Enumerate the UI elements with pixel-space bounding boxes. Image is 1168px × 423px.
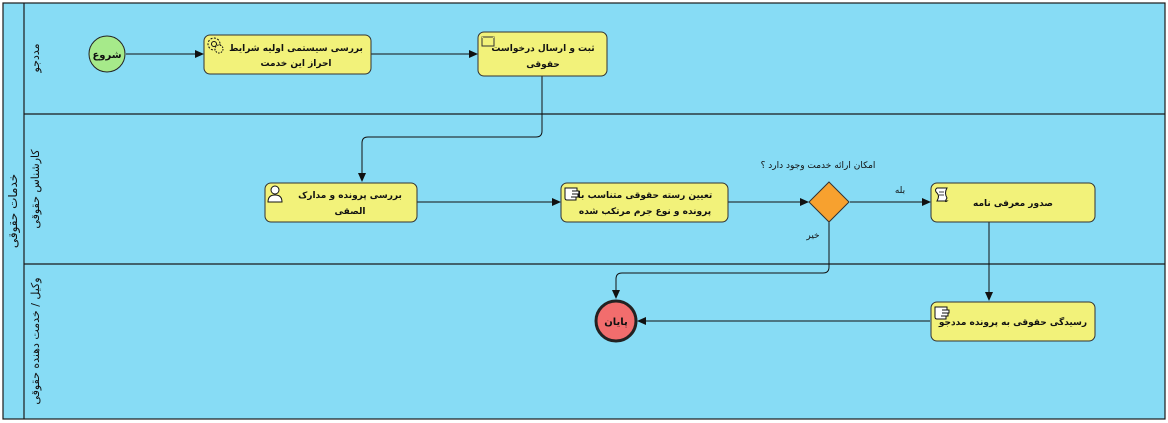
task-submit-request-line2: حقوقی [526,60,560,70]
gateway-yes-label: بله [895,186,905,196]
task-submit-request-line1: ثبت و ارسال درخواست [491,44,594,54]
task-assign-category-line2: پرونده و نوع جرم مرتکب شده [579,207,711,217]
service-icon [207,37,224,54]
task-review-documents-line2: الصقی [335,207,366,217]
task-issue-letter-line1: صدور معرفی نامه [973,199,1053,209]
task-review-documents-line1: بررسی پرونده و مدارک [298,191,402,201]
user-icon [267,185,283,203]
task-system-check-line2: احراز این خدمت [260,59,331,69]
flow-gateway-no [612,222,830,299]
manual-hand-icon [564,187,580,201]
task-issue-letter[interactable]: صدور معرفی نامه [930,182,1096,223]
task-system-check[interactable]: بررسی سیستمی اولیه شرایط احراز این خدمت [203,34,372,75]
lane-label-applicant: مددجو [29,43,42,73]
manual-hand-icon [934,306,950,320]
end-event-circle [594,299,638,343]
task-submit-request[interactable]: ثبت و ارسال درخواست حقوقی [477,31,608,77]
pool-label: خدمات حقوقی [6,174,21,248]
gateway-no-label: خیر [805,231,819,241]
task-legal-handling-line1: رسیدگی حقوقی به پرونده مددجو [938,316,1087,328]
task-legal-handling[interactable]: رسیدگی حقوقی به پرونده مددجو [930,301,1096,342]
start-event[interactable]: شروع [88,35,126,73]
exclusive-gateway[interactable] [808,181,850,223]
task-assign-category-line1: تعیین رسته حقوقی متناسب با [578,191,713,201]
end-event[interactable]: پایان [594,299,638,343]
task-assign-category[interactable]: تعیین رسته حقوقی متناسب با پرونده و نوع … [560,182,729,223]
start-event-label: شروع [92,50,121,61]
envelope-icon [481,36,495,47]
task-system-check-line1: بررسی سیستمی اولیه شرایط [229,44,363,54]
lane-label-lawyer: وکیل / خدمت دهنده حقوقی [29,277,42,404]
script-icon [935,187,949,203]
start-event-circle [88,35,126,73]
lane-label-legal-expert: کارشناس حقوقی [29,149,42,229]
gateway-question: امکان ارائه خدمت وجود دارد ؟ [761,161,876,171]
task-review-documents[interactable]: بررسی پرونده و مدارک الصقی [264,182,418,223]
end-event-label: پایان [604,317,628,328]
flow-t2-to-t3 [358,76,543,182]
